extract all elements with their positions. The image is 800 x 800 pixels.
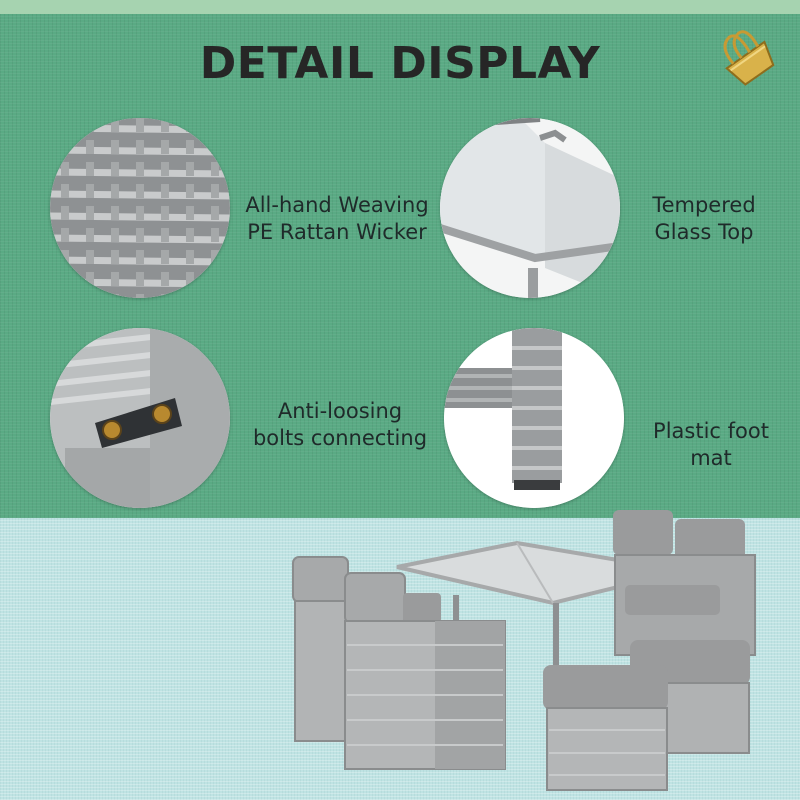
glass-top-detail-image [440,118,620,298]
feature-label-line: All-hand Weaving [245,193,429,217]
feature-label-line: PE Rattan Wicker [247,220,427,244]
feature-label-line: bolts connecting [252,426,428,450]
feature-label-foot-mat: Plastic foot mat [636,418,786,472]
dining-set-product-image [285,505,780,795]
feature-label-line: mat [690,446,732,470]
feature-label-weaving: All-hand Weaving PE Rattan Wicker [234,192,440,246]
feature-label-line: Plastic foot [653,419,769,443]
feature-label-glass: Tempered Glass Top [636,192,772,246]
top-edge-band [0,0,800,14]
foot-mat-detail-image [444,328,624,508]
bolt-connection-detail-image [50,328,230,508]
rattan-weave-detail-image [50,118,230,298]
page-title: DETAIL DISPLAY [199,38,601,89]
binder-clip-icon [712,20,786,100]
feature-label-bolts: Anti-loosing bolts connecting [240,398,440,452]
feature-label-line: Glass Top [654,220,754,244]
feature-label-line: Anti-loosing [277,399,403,423]
feature-label-line: Tempered [652,193,756,217]
